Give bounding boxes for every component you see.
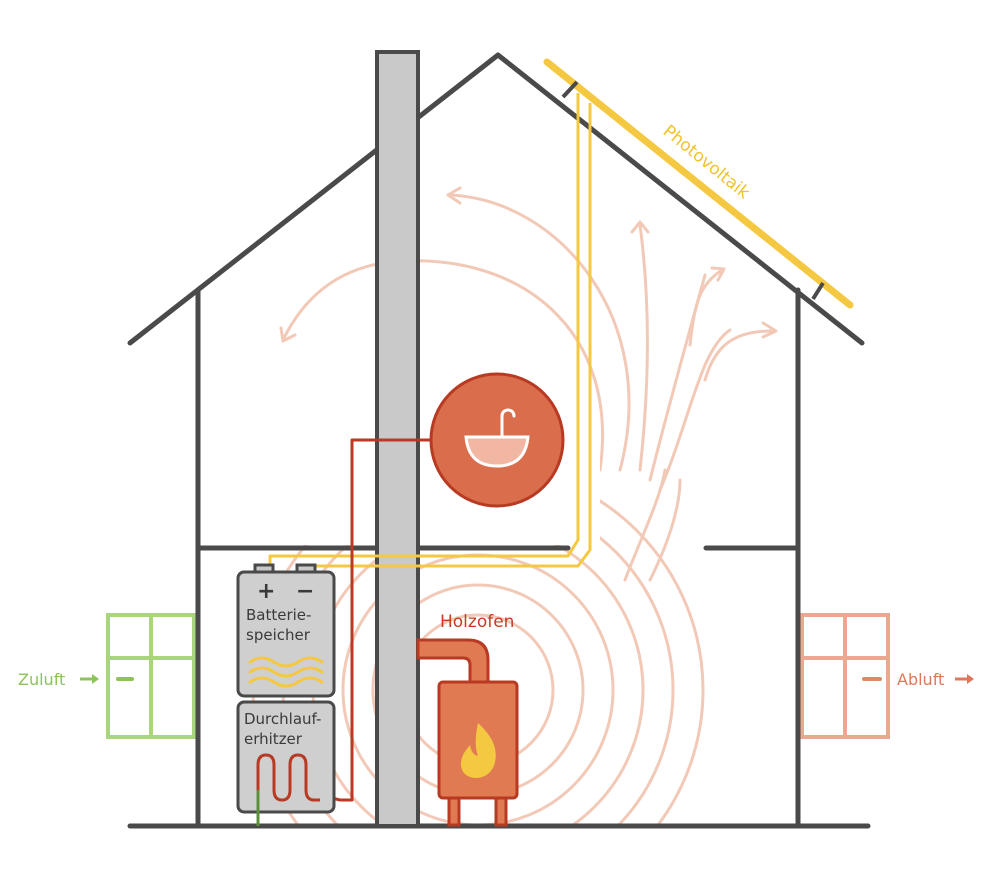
mask-bottom xyxy=(0,826,995,884)
heat-waves-icon xyxy=(248,656,324,688)
flame-icon xyxy=(460,723,496,778)
battery-storage: + − Batterie- speicher xyxy=(236,563,336,698)
holzofen-label: Holzofen xyxy=(440,612,514,632)
stove-flue xyxy=(416,638,490,686)
air-flow-arc-left xyxy=(281,259,605,472)
battery-plus: + xyxy=(257,579,275,604)
heating-coil-icon xyxy=(256,753,320,822)
battery-label-line2: speicher xyxy=(246,626,311,644)
mask-left xyxy=(0,540,198,840)
arrowhead-top xyxy=(446,186,462,205)
battery-label-line1: Batterie- xyxy=(246,606,311,624)
air-flow-rise-1 xyxy=(638,223,649,472)
air-flow-right-branch-2 xyxy=(703,329,777,382)
window-right xyxy=(800,613,890,739)
mask-ceiling-right xyxy=(680,540,798,550)
air-flow-arrowheads xyxy=(279,186,778,343)
wood-stove xyxy=(416,638,519,827)
mask-right xyxy=(800,540,995,840)
water-heater: Durchlauf- erhitzer xyxy=(236,700,336,826)
stove-leg-left xyxy=(447,795,461,827)
window-left xyxy=(106,613,196,739)
sink-node xyxy=(429,372,565,508)
air-flow-up-through-2 xyxy=(648,478,682,582)
stove-leg-right xyxy=(494,795,508,827)
arrowhead-rise-2 xyxy=(710,266,726,282)
abluft-indicator: Abluft xyxy=(862,670,974,689)
sink-icon xyxy=(464,408,530,468)
abluft-label: Abluft xyxy=(897,670,944,689)
heater-label-line2: erhitzer xyxy=(244,730,303,748)
heater-label-line1: Durchlauf- xyxy=(244,710,321,728)
battery-minus: − xyxy=(296,579,314,604)
solar-panel xyxy=(543,58,854,309)
arrowhead-left xyxy=(279,326,297,343)
roof xyxy=(127,52,865,346)
air-flow-rise-3 xyxy=(658,328,732,492)
arrowhead-rise-1 xyxy=(630,220,650,234)
zuluft-label: Zuluft xyxy=(18,670,65,689)
zuluft-indicator: Zuluft xyxy=(18,670,134,689)
air-flow-right-branch-1 xyxy=(688,268,724,347)
